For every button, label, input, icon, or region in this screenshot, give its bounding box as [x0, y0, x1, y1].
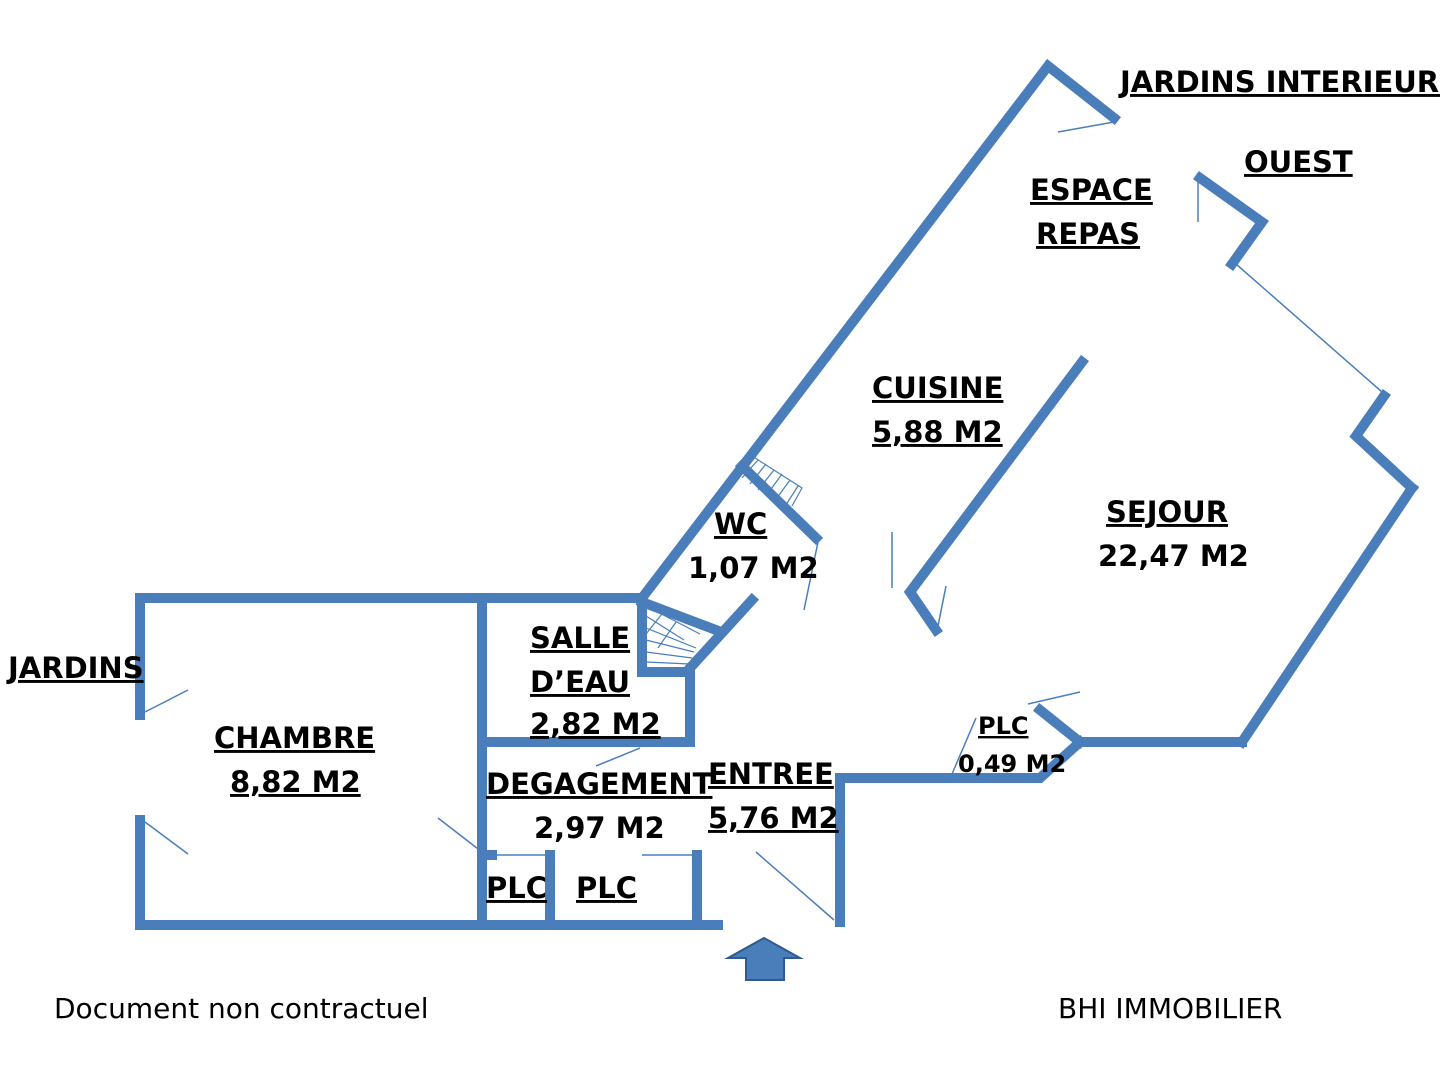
- wall-wc-bottom: [682, 592, 760, 676]
- label-sejour: SEJOUR: [1106, 495, 1228, 529]
- label-chambre-area: 8,82 M2: [230, 765, 361, 799]
- wall-wc-stair: [635, 595, 723, 637]
- label-plc-small-area: 0,49 M2: [958, 750, 1066, 778]
- door-jardins-int: [1057, 121, 1115, 133]
- label-cuisine: CUISINE: [872, 371, 1003, 405]
- door-plc-niche-b: [951, 717, 977, 775]
- label-cuisine-area: 5,88 M2: [872, 415, 1003, 449]
- label-salle: SALLE: [530, 621, 630, 655]
- wall-east-diagonal: [1235, 481, 1419, 749]
- door-salle: [595, 747, 641, 767]
- label-ouest: OUEST: [1244, 145, 1353, 179]
- label-plc-small: PLC: [978, 712, 1029, 740]
- wall-east-jog: [1349, 389, 1420, 496]
- footer-disclaimer: Document non contractuel: [54, 992, 429, 1025]
- label-espace: ESPACE: [1030, 173, 1153, 207]
- label-jardins-interieurs: JARDINS INTERIEURS: [1118, 65, 1440, 99]
- label-entree-area: 5,76 M2: [708, 801, 839, 835]
- wall-kitchen-counter: [903, 355, 1089, 637]
- label-repas: REPAS: [1036, 217, 1140, 251]
- label-sejour-area: 22,47 M2: [1098, 539, 1249, 573]
- label-deau: D’EAU: [530, 665, 630, 699]
- door-chambre-deg: [437, 817, 483, 853]
- window-sejour-east: [1235, 263, 1383, 393]
- label-jardins: JARDINS: [6, 651, 144, 685]
- label-chambre: CHAMBRE: [214, 721, 375, 755]
- label-plc-1: PLC: [486, 871, 547, 905]
- label-degagement: DEGAGEMENT: [486, 767, 713, 801]
- wall-plc-niche: [947, 702, 1088, 783]
- door-swings: [144, 121, 1383, 921]
- door-chambre-bottom: [144, 821, 189, 855]
- door-kitchen-b: [937, 585, 947, 627]
- entrance-arrow-icon: [724, 936, 804, 981]
- wall-ouest-stub: [1193, 171, 1269, 271]
- stairs: [645, 455, 803, 669]
- stair-wc: [741, 455, 803, 509]
- wall-diagonal-north: [634, 58, 1122, 606]
- label-salle-area: 2,82 M2: [530, 707, 661, 741]
- label-wc-area: 1,07 M2: [688, 551, 819, 585]
- label-plc-2: PLC: [576, 871, 637, 905]
- stair-salle: [645, 605, 701, 669]
- door-plc-niche: [1027, 691, 1081, 705]
- door-chambre-top: [144, 689, 189, 713]
- label-wc: WC: [714, 507, 767, 541]
- walls: [135, 58, 1420, 930]
- label-degagement-area: 2,97 M2: [534, 811, 665, 845]
- wall-entree-south: [835, 773, 957, 927]
- door-entree: [755, 851, 835, 921]
- footer-agency: BHI IMMOBILIER: [1058, 992, 1283, 1025]
- label-entree: ENTREE: [708, 757, 834, 791]
- door-wc: [803, 541, 819, 611]
